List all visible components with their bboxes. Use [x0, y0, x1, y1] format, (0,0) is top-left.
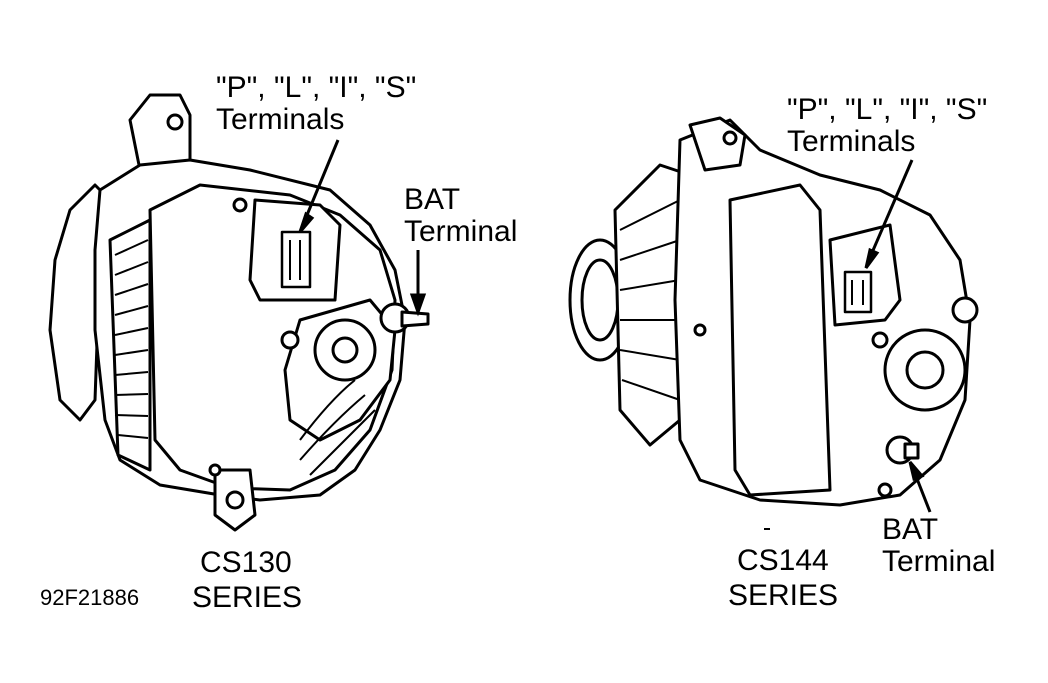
cs144-leader-lines [864, 159, 932, 513]
cs130-bat-label-line2: Terminal [404, 215, 518, 248]
cs144-model-line1: CS144 [737, 544, 829, 577]
cs144-bat-label-line1: BAT [882, 513, 939, 546]
cs130-alternator-drawing [48, 93, 430, 532]
cs144-bat-label-line2: Terminal [882, 545, 996, 578]
cs144-alternator-drawing [568, 116, 979, 507]
cs144-terminals-label-line2: Terminals [787, 125, 916, 158]
cs130-terminals-label-line1: "P", "L", "I", "S" [216, 71, 417, 104]
cs130-model-line1: CS130 [200, 546, 292, 579]
cs130-model-line2: SERIES [192, 581, 303, 614]
cs144-model-line2: SERIES [728, 579, 839, 612]
cs130-leader-lines [298, 139, 427, 317]
cs130-terminals-label-line2: Terminals [216, 103, 345, 136]
cs130-bat-label-line1: BAT [404, 183, 461, 216]
figure-id: 92F21886 [40, 585, 140, 610]
cs144-terminals-label-line1: "P", "L", "I", "S" [787, 93, 988, 126]
